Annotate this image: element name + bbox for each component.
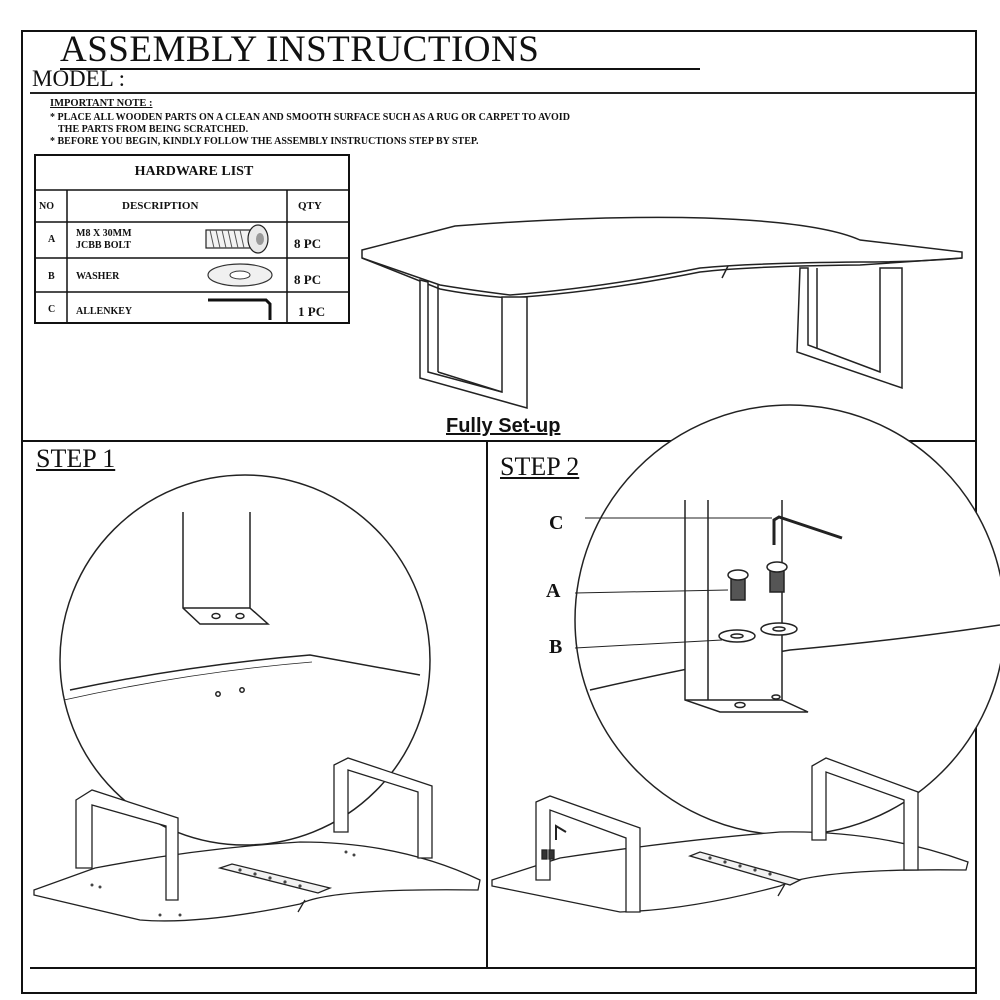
callout-b: B: [549, 636, 563, 658]
step2-label: STEP 2: [500, 452, 580, 481]
step2-detail-circle: [574, 404, 1000, 836]
step1-overview: [33, 757, 481, 922]
hardware-table-title: HARDWARE LIST: [134, 164, 254, 179]
step1-label: STEP 1: [36, 444, 116, 473]
note-line-2: THE PARTS FROM BEING SCRATCHED.: [58, 124, 249, 135]
col-qty-header: QTY: [298, 200, 322, 212]
row-b-desc: WASHER: [76, 271, 120, 282]
step1-detail-circle: [59, 474, 431, 846]
hardware-table: HARDWARE LIST NO DESCRIPTION QTY A M8 X …: [34, 154, 350, 324]
title-underline: [60, 68, 700, 70]
col-desc-header: DESCRIPTION: [122, 200, 199, 212]
page-title: ASSEMBLY INSTRUCTIONS: [60, 29, 540, 70]
row-a-qty: 8 PC: [294, 236, 322, 251]
callout-c: C: [549, 512, 564, 534]
row-b-no: B: [48, 271, 55, 282]
fully-setup-caption: Fully Set-up: [446, 415, 561, 437]
allen-key-icon: [208, 298, 272, 320]
col-no-header: NO: [39, 201, 54, 212]
fully-setup-table: [361, 216, 963, 409]
bolt-icon: [205, 224, 269, 254]
row-c-desc: ALLENKEY: [76, 306, 133, 317]
row-a-no: A: [48, 234, 56, 245]
note-line-1: * PLACE ALL WOODEN PARTS ON A CLEAN AND …: [50, 112, 570, 123]
row-b-qty: 8 PC: [294, 272, 322, 287]
note-heading: IMPORTANT NOTE :: [50, 98, 153, 109]
row-a-desc-line2: JCBB BOLT: [76, 240, 131, 251]
row-a-desc-line1: M8 X 30MM: [76, 228, 132, 239]
note-line-3: * BEFORE YOU BEGIN, KINDLY FOLLOW THE AS…: [50, 136, 479, 147]
step2-overview: [491, 757, 969, 913]
step2-bolts: [727, 561, 788, 601]
hardware-table-grid: [34, 189, 350, 324]
callout-a: A: [546, 580, 561, 602]
model-underline: [30, 92, 975, 94]
row-c-no: C: [48, 304, 56, 315]
row-c-qty: 1 PC: [298, 304, 326, 319]
washer-icon: [207, 263, 273, 287]
model-label: MODEL :: [32, 66, 126, 91]
